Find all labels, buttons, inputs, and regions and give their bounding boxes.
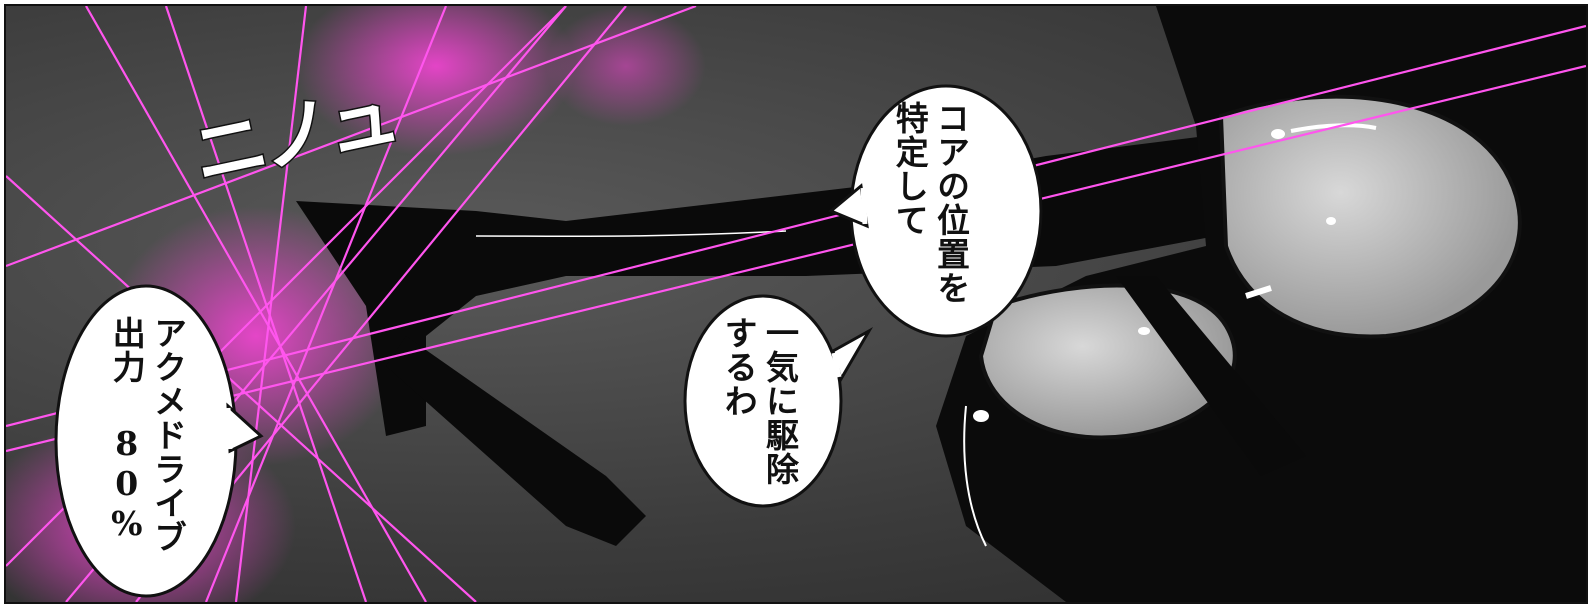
strap (1116, 276, 1306, 476)
bubble-line: するわ (719, 316, 759, 418)
gloss-spot (1271, 129, 1285, 139)
panel-artwork (6, 6, 1586, 602)
bubble-outline (683, 294, 874, 508)
speech-bubble-right: コアの位置を 特定して (828, 76, 1051, 356)
speech-bubble-middle: 一気に駆除 するわ (681, 291, 874, 511)
hip-shape (1218, 94, 1522, 339)
bubble-outline (828, 84, 1043, 338)
bubble-outline (54, 284, 264, 598)
speech-bubble-left: アクメドライブ 出力 80% (46, 276, 266, 598)
bubble-line: 出力 80% (107, 316, 147, 544)
bubble-line: 一気に駆除 (760, 316, 800, 486)
gloss-spot (1326, 217, 1336, 225)
bubble-text-right: コアの位置を 特定して (889, 101, 972, 341)
highlight-stroke (963, 405, 987, 547)
pink-glow (296, 6, 576, 156)
pink-glow (546, 6, 706, 126)
gloss-spot (1138, 327, 1150, 335)
bubble-line: コアの位置を (931, 101, 971, 305)
gloss-spot (973, 410, 989, 422)
heel-shape (386, 336, 646, 546)
bubble-text-left: アクメドライブ 出力 80% (106, 316, 189, 586)
manga-panel: ニノュ アクメドライブ 出力 80% 一気に駆除 するわ (4, 4, 1588, 604)
boot-edge (475, 230, 787, 238)
bubble-line: アクメドライブ (148, 316, 188, 554)
bubble-line: 特定して (890, 101, 930, 237)
bubble-text-middle: 一気に駆除 するわ (718, 316, 801, 506)
highlight-stroke (1245, 285, 1272, 299)
